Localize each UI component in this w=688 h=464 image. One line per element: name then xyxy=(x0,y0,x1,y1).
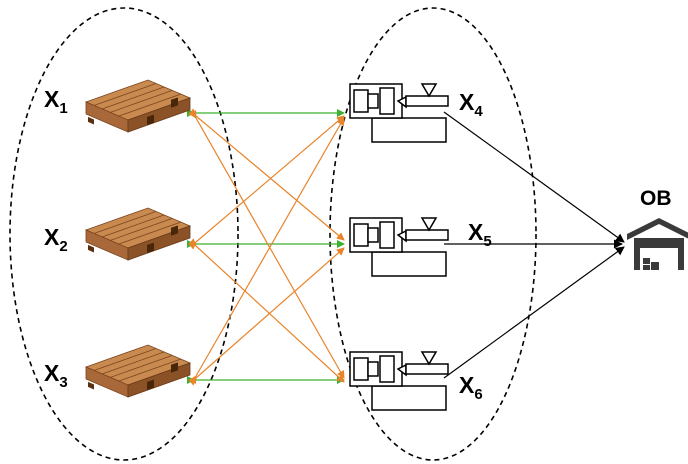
node-label-x5: X5 xyxy=(468,219,492,250)
node-x2-base: X xyxy=(44,224,60,250)
pallet-icon xyxy=(85,207,191,261)
edge-x3-x5 xyxy=(188,247,345,386)
edge-x6-ob xyxy=(443,246,625,379)
node-label-x3: X3 xyxy=(44,360,68,391)
node-x4-base: X xyxy=(459,89,475,115)
node-x1-base: X xyxy=(44,86,60,112)
outbound-edges xyxy=(443,111,625,379)
node-label-x1: X1 xyxy=(44,86,68,117)
warehouse-icon xyxy=(627,218,688,270)
orange-edges xyxy=(188,108,345,386)
node-x1-sub: 1 xyxy=(59,100,68,117)
node-x5-base: X xyxy=(468,219,484,245)
node-label-x4: X4 xyxy=(459,89,483,120)
node-label-x2: X2 xyxy=(44,224,68,255)
node-x2-sub: 2 xyxy=(59,238,68,255)
injection-molding-machine-icon xyxy=(349,83,449,143)
node-x3-sub: 3 xyxy=(59,374,68,391)
edge-x4-ob xyxy=(443,111,625,243)
node-x6-base: X xyxy=(459,372,475,398)
node-x3-base: X xyxy=(44,360,60,386)
node-x5-sub: 5 xyxy=(483,233,492,250)
pallet-icon xyxy=(85,79,191,133)
injection-molding-machine-icon xyxy=(349,217,449,277)
node-label-x6: X6 xyxy=(459,372,483,403)
outbound-label: OB xyxy=(640,187,672,210)
node-x6-sub: 6 xyxy=(474,386,483,403)
injection-molding-machine-icon xyxy=(349,351,449,411)
pallet-icon xyxy=(85,344,191,398)
node-x4-sub: 4 xyxy=(474,103,483,120)
